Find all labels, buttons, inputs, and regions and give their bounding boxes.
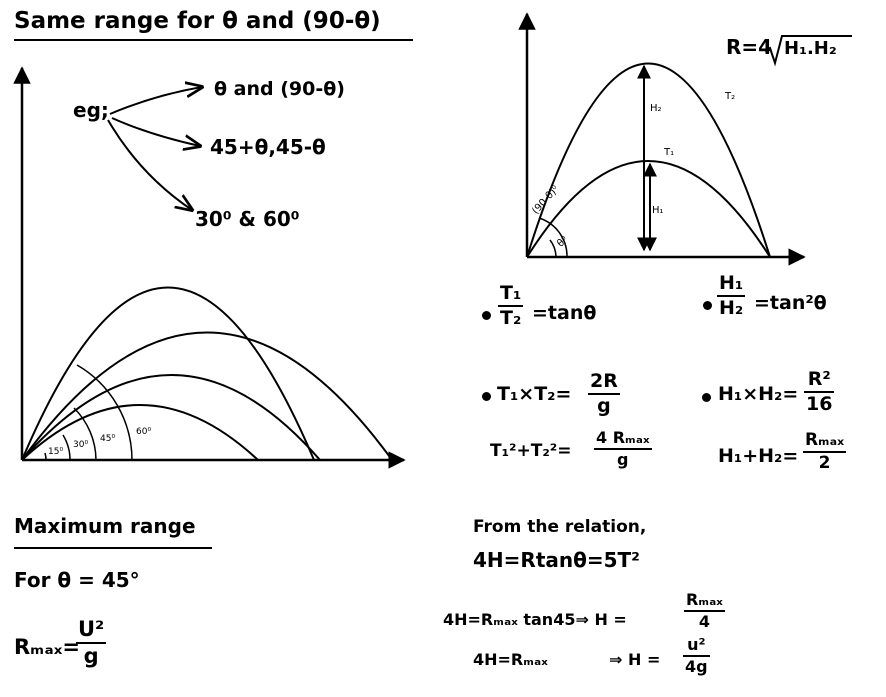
bullet-4 bbox=[702, 393, 711, 402]
eq2-lhs: 4H=Rₘₐₓ bbox=[473, 650, 548, 669]
relation-3-lhs: T₁×T₂= bbox=[497, 383, 572, 405]
eq2-num: u² bbox=[687, 635, 706, 654]
trajectory-30 bbox=[21, 374, 321, 461]
angle-label-45: 45⁰ bbox=[100, 434, 116, 444]
eq2-den: 4g bbox=[685, 657, 708, 676]
from-relation-text: From the relation, bbox=[473, 517, 647, 537]
rmax-bar bbox=[76, 642, 107, 644]
eg-arrow-2 bbox=[111, 117, 200, 146]
bullet-3 bbox=[482, 392, 491, 401]
relation-5-bar bbox=[594, 448, 652, 450]
relation-6-bar bbox=[803, 451, 847, 453]
angle-label-60: 60⁰ bbox=[136, 427, 152, 437]
relation-2-rhs: =tan²θ bbox=[754, 292, 827, 314]
max-range-heading: Maximum range bbox=[14, 514, 196, 538]
trajectory-outer bbox=[526, 62, 771, 258]
eq1-fraction: Rₘₐₓ 4 bbox=[684, 592, 725, 630]
relation-5-num: 4 Rₘₐₓ bbox=[596, 428, 650, 447]
trajectory-15 bbox=[21, 404, 259, 461]
eq1-num: Rₘₐₓ bbox=[686, 590, 723, 609]
angle-arc-outer bbox=[538, 217, 568, 258]
trajectory-60 bbox=[21, 286, 315, 461]
angle-arc-60 bbox=[76, 364, 133, 461]
relation-5-den: g bbox=[617, 450, 629, 469]
t1-label: T₁ bbox=[664, 147, 675, 158]
angle-label-30: 30⁰ bbox=[73, 440, 89, 450]
eg-label: eg; bbox=[73, 98, 109, 122]
t2-label: T₂ bbox=[725, 91, 736, 102]
relation-3-bar bbox=[588, 393, 620, 395]
relation-3-num: 2R bbox=[590, 370, 618, 392]
eq1-den: 4 bbox=[698, 612, 710, 631]
rmax-lhs: Rₘₐₓ= bbox=[14, 635, 80, 659]
angle-arc-45 bbox=[73, 407, 97, 461]
eq1-bar bbox=[684, 610, 725, 612]
angle-arc-30 bbox=[62, 434, 71, 461]
relation-1-fraction: T₁ T₂ bbox=[498, 282, 524, 329]
h1-label: H₁ bbox=[652, 205, 664, 216]
relation-1-rhs: =tanθ bbox=[532, 302, 597, 324]
relation-2-den: H₂ bbox=[719, 297, 744, 319]
relation-6-num: Rₘₐₓ bbox=[805, 430, 845, 450]
eg-item-3: 30⁰ & 60⁰ bbox=[195, 207, 300, 231]
angle-arc-inner bbox=[549, 239, 557, 258]
eq2-bar bbox=[683, 655, 710, 657]
sqrt-sign bbox=[764, 35, 852, 67]
eq1-lhs: 4H=Rₘₐₓ tan45⇒ H = bbox=[443, 610, 627, 629]
relation-2-num: H₁ bbox=[719, 272, 744, 294]
relation-3-fraction: 2R g bbox=[588, 372, 620, 416]
eg-arrow-3 bbox=[107, 119, 192, 210]
left-title: Same range for θ and (90-θ) bbox=[14, 8, 381, 34]
angle-arc-15 bbox=[44, 452, 47, 461]
relation-1-bar bbox=[498, 305, 524, 307]
rmax-num: U² bbox=[78, 617, 105, 641]
relation-1-den: T₂ bbox=[500, 307, 522, 329]
range-formula-radicand: H₁.H₂ bbox=[784, 38, 837, 59]
bullet-1 bbox=[482, 311, 491, 320]
relation-4-lhs: H₁×H₂= bbox=[718, 383, 799, 405]
rmax-fraction: U² g bbox=[76, 617, 107, 668]
relation-5-fraction: 4 Rₘₐₓ g bbox=[594, 430, 652, 468]
eg-item-1: θ and (90-θ) bbox=[214, 78, 345, 100]
relation-4-num: R² bbox=[807, 368, 831, 390]
eq2-fraction: u² 4g bbox=[683, 637, 710, 675]
relation-6-den: 2 bbox=[818, 453, 831, 473]
relation-1-num: T₁ bbox=[500, 282, 522, 304]
relation-4-fraction: R² 16 bbox=[804, 368, 835, 415]
rmax-den: g bbox=[83, 644, 99, 668]
relation-4-den: 16 bbox=[806, 393, 833, 415]
eg-arrow-1 bbox=[109, 87, 202, 115]
eq2-mid: ⇒ H = bbox=[609, 650, 661, 669]
h2-label: H₂ bbox=[650, 103, 662, 114]
relation-6-fraction: Rₘₐₓ 2 bbox=[803, 430, 847, 473]
relation-5-lhs: T₁²+T₂²= bbox=[490, 441, 572, 461]
relation-2-bar bbox=[717, 295, 746, 297]
bullet-2 bbox=[703, 301, 712, 310]
relation-4-bar bbox=[804, 391, 835, 393]
range-formula-prefix: R=4 bbox=[726, 35, 773, 59]
relation-2-fraction: H₁ H₂ bbox=[717, 272, 746, 319]
angle-label-15: 15⁰ bbox=[48, 447, 64, 457]
relation-6-lhs: H₁+H₂= bbox=[718, 445, 799, 467]
eg-item-2: 45+θ,45-θ bbox=[210, 135, 326, 159]
main-equation: 4H=Rtanθ=5T² bbox=[473, 548, 640, 572]
relation-3-den: g bbox=[597, 395, 611, 417]
trajectory-45 bbox=[21, 331, 393, 461]
for-theta: For θ = 45° bbox=[14, 568, 140, 592]
